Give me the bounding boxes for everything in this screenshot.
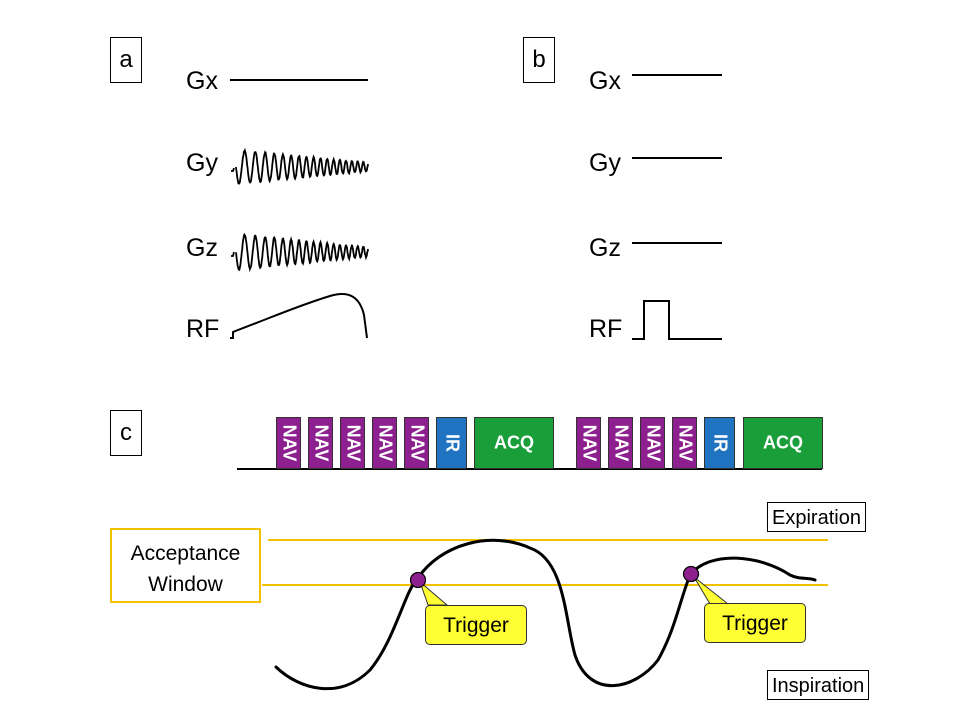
nav-block-7: NAV [608, 417, 633, 469]
trigger-point-2 [682, 565, 700, 583]
panel-b-gy-label: Gy [589, 149, 621, 177]
trigger-callout-1: Trigger [425, 605, 527, 645]
acceptance-window-line-2: Window [148, 573, 223, 596]
nav-block-3: NAV [340, 417, 365, 469]
nav-block-2: NAV [308, 417, 333, 469]
acq-block-2: ACQ [743, 417, 823, 469]
acq-block-1: ACQ [474, 417, 554, 469]
ir-block-2: IR [704, 417, 735, 469]
panel-a-label: a [110, 37, 142, 83]
ir-block-1: IR [436, 417, 467, 469]
panel-a-rf-label: RF [186, 315, 220, 343]
acceptance-window-line-1: Acceptance [130, 542, 241, 565]
panel-a-gy-label: Gy [186, 149, 218, 177]
panel-a-gz-waveform [231, 232, 369, 273]
breathing-trace [274, 538, 817, 691]
panel-c-label: c [110, 410, 142, 456]
expiration-label: Expiration [767, 502, 866, 532]
nav-block-9: NAV [672, 417, 697, 469]
panel-a-gx-label: Gx [186, 67, 218, 95]
nav-block-6: NAV [576, 417, 601, 469]
panel-a-gy-waveform [231, 147, 369, 185]
panel-b-label: b [523, 37, 555, 83]
panel-b-gx-label: Gx [589, 67, 621, 95]
trigger-2-pointer [693, 576, 730, 605]
trigger-point-1 [409, 571, 427, 589]
panel-b-rf-waveform [632, 300, 722, 340]
panel-a-gz-label: Gz [186, 234, 218, 262]
acceptance-window-label: Acceptance Window [110, 528, 261, 603]
panel-a-rf-waveform [230, 293, 368, 339]
inspiration-label: Inspiration [767, 670, 870, 700]
panel-b-gz-label: Gz [589, 234, 621, 262]
nav-block-1: NAV [276, 417, 301, 469]
panel-b-rf-label: RF [589, 315, 623, 343]
nav-block-4: NAV [372, 417, 397, 469]
trigger-callout-2: Trigger [704, 603, 806, 643]
nav-block-5: NAV [404, 417, 429, 469]
nav-block-8: NAV [640, 417, 665, 469]
